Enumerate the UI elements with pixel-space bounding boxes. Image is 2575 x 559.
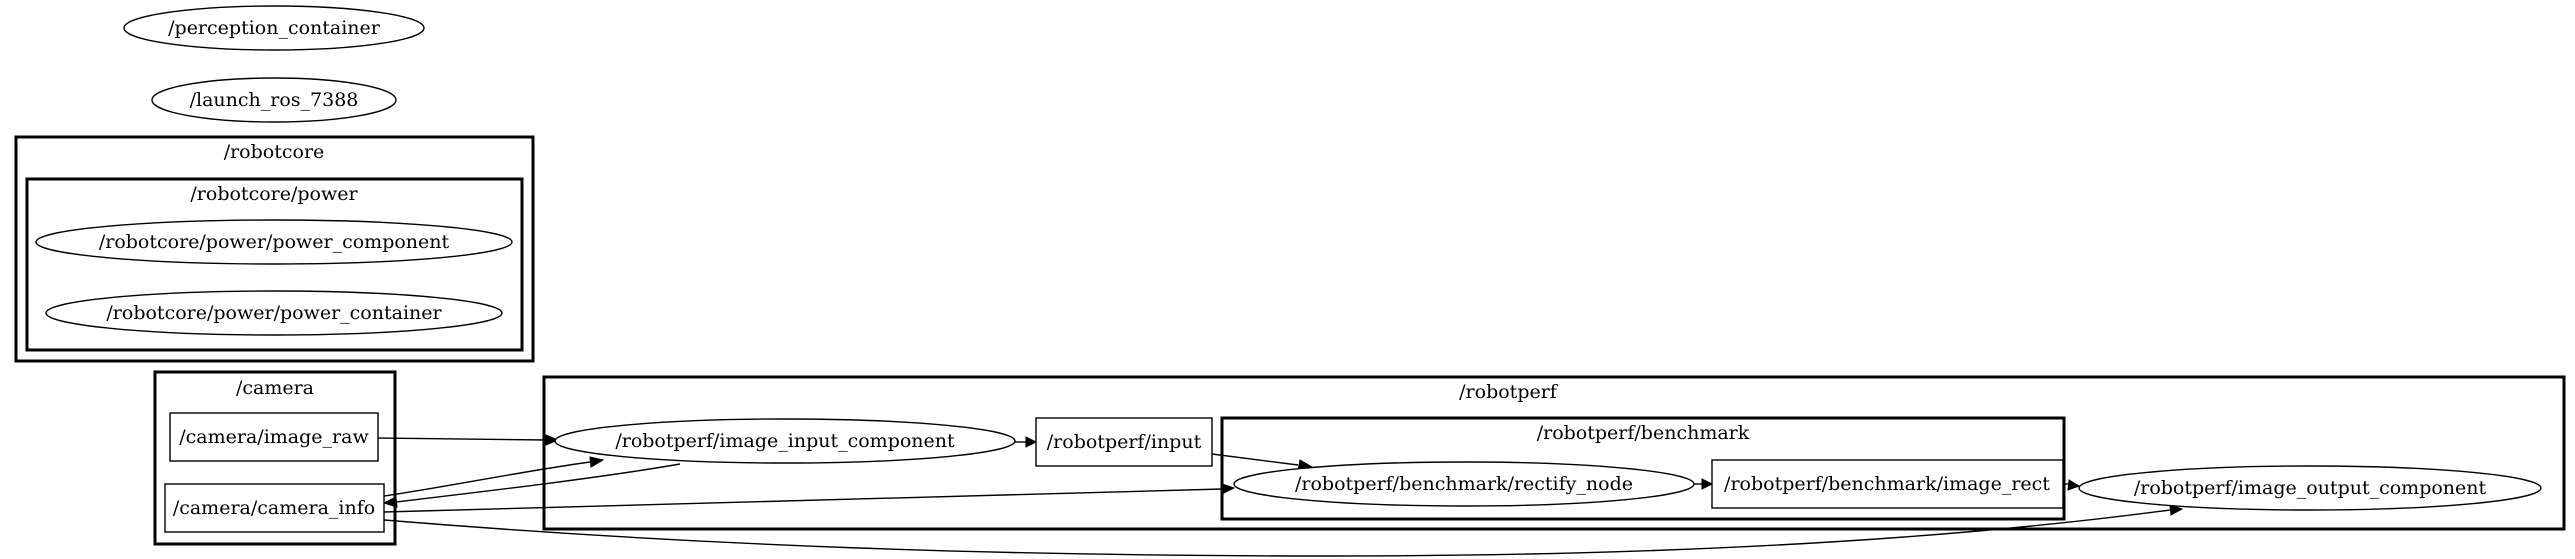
node-camera-info-label: /camera/camera_info xyxy=(173,497,375,519)
edge-image-input-component-to-camera-info xyxy=(382,463,681,508)
cluster-robotcore: /robotcore xyxy=(14,135,535,363)
node-power-component: /robotcore/power/power_component xyxy=(35,219,513,265)
node-power-container: /robotcore/power/power_container xyxy=(45,290,503,336)
node-input: /robotperf/input xyxy=(1035,417,1213,467)
edge-camera-info-to-image-output-component xyxy=(383,504,2184,557)
node-rectify-node-label: /robotperf/benchmark/rectify_node xyxy=(1295,473,1633,495)
node-input-label: /robotperf/input xyxy=(1047,431,1202,453)
cluster-robotcore-label: /robotcore xyxy=(224,141,325,163)
edge-rectify-node-to-image-rect xyxy=(1694,478,1714,490)
node-camera-info: /camera/camera_info xyxy=(164,483,385,533)
edge-image-input-component-to-input xyxy=(1015,436,1038,448)
cluster-robotcore-power-label: /robotcore/power xyxy=(190,183,358,205)
cluster-robotperf: /robotperf xyxy=(542,375,2566,531)
cluster-camera: /camera xyxy=(153,370,397,546)
edge-image-rect-to-image-output-component xyxy=(2063,479,2081,491)
node-image-input-component: /robotperf/image_input_component xyxy=(554,418,1016,464)
node-image-raw: /camera/image_raw xyxy=(169,412,379,462)
edge-input-to-rectify-node xyxy=(1211,453,1314,471)
node-launch-ros-label: /launch_ros_7388 xyxy=(190,89,359,111)
node-image-input-component-label: /robotperf/image_input_component xyxy=(615,430,955,452)
edge-camera-info-to-image-input-component xyxy=(383,456,605,497)
node-image-rect: /robotperf/benchmark/image_rect xyxy=(1711,459,2064,509)
cluster-robotcore-power: /robotcore/power xyxy=(25,177,524,352)
cluster-robotperf-benchmark: /robotperf/benchmark xyxy=(1220,416,2066,521)
node-image-output-component: /robotperf/image_output_component xyxy=(2078,465,2542,511)
node-image-rect-label: /robotperf/benchmark/image_rect xyxy=(1724,473,2050,495)
node-power-component-label: /robotcore/power/power_component xyxy=(99,231,450,253)
node-image-raw-label: /camera/image_raw xyxy=(179,426,369,448)
node-image-output-component-label: /robotperf/image_output_component xyxy=(2134,477,2487,499)
cluster-robotperf-label: /robotperf xyxy=(1459,381,1559,403)
node-rectify-node: /robotperf/benchmark/rectify_node xyxy=(1233,461,1695,507)
edge-image-raw-to-image-input-component xyxy=(377,434,560,446)
cluster-camera-label: /camera xyxy=(236,377,314,399)
node-power-container-label: /robotcore/power/power_container xyxy=(106,302,442,324)
node-launch-ros: /launch_ros_7388 xyxy=(151,77,397,123)
node-perception-container-label: /perception_container xyxy=(168,17,381,39)
node-perception-container: /perception_container xyxy=(123,5,425,51)
cluster-robotperf-benchmark-label: /robotperf/benchmark xyxy=(1537,422,1750,444)
